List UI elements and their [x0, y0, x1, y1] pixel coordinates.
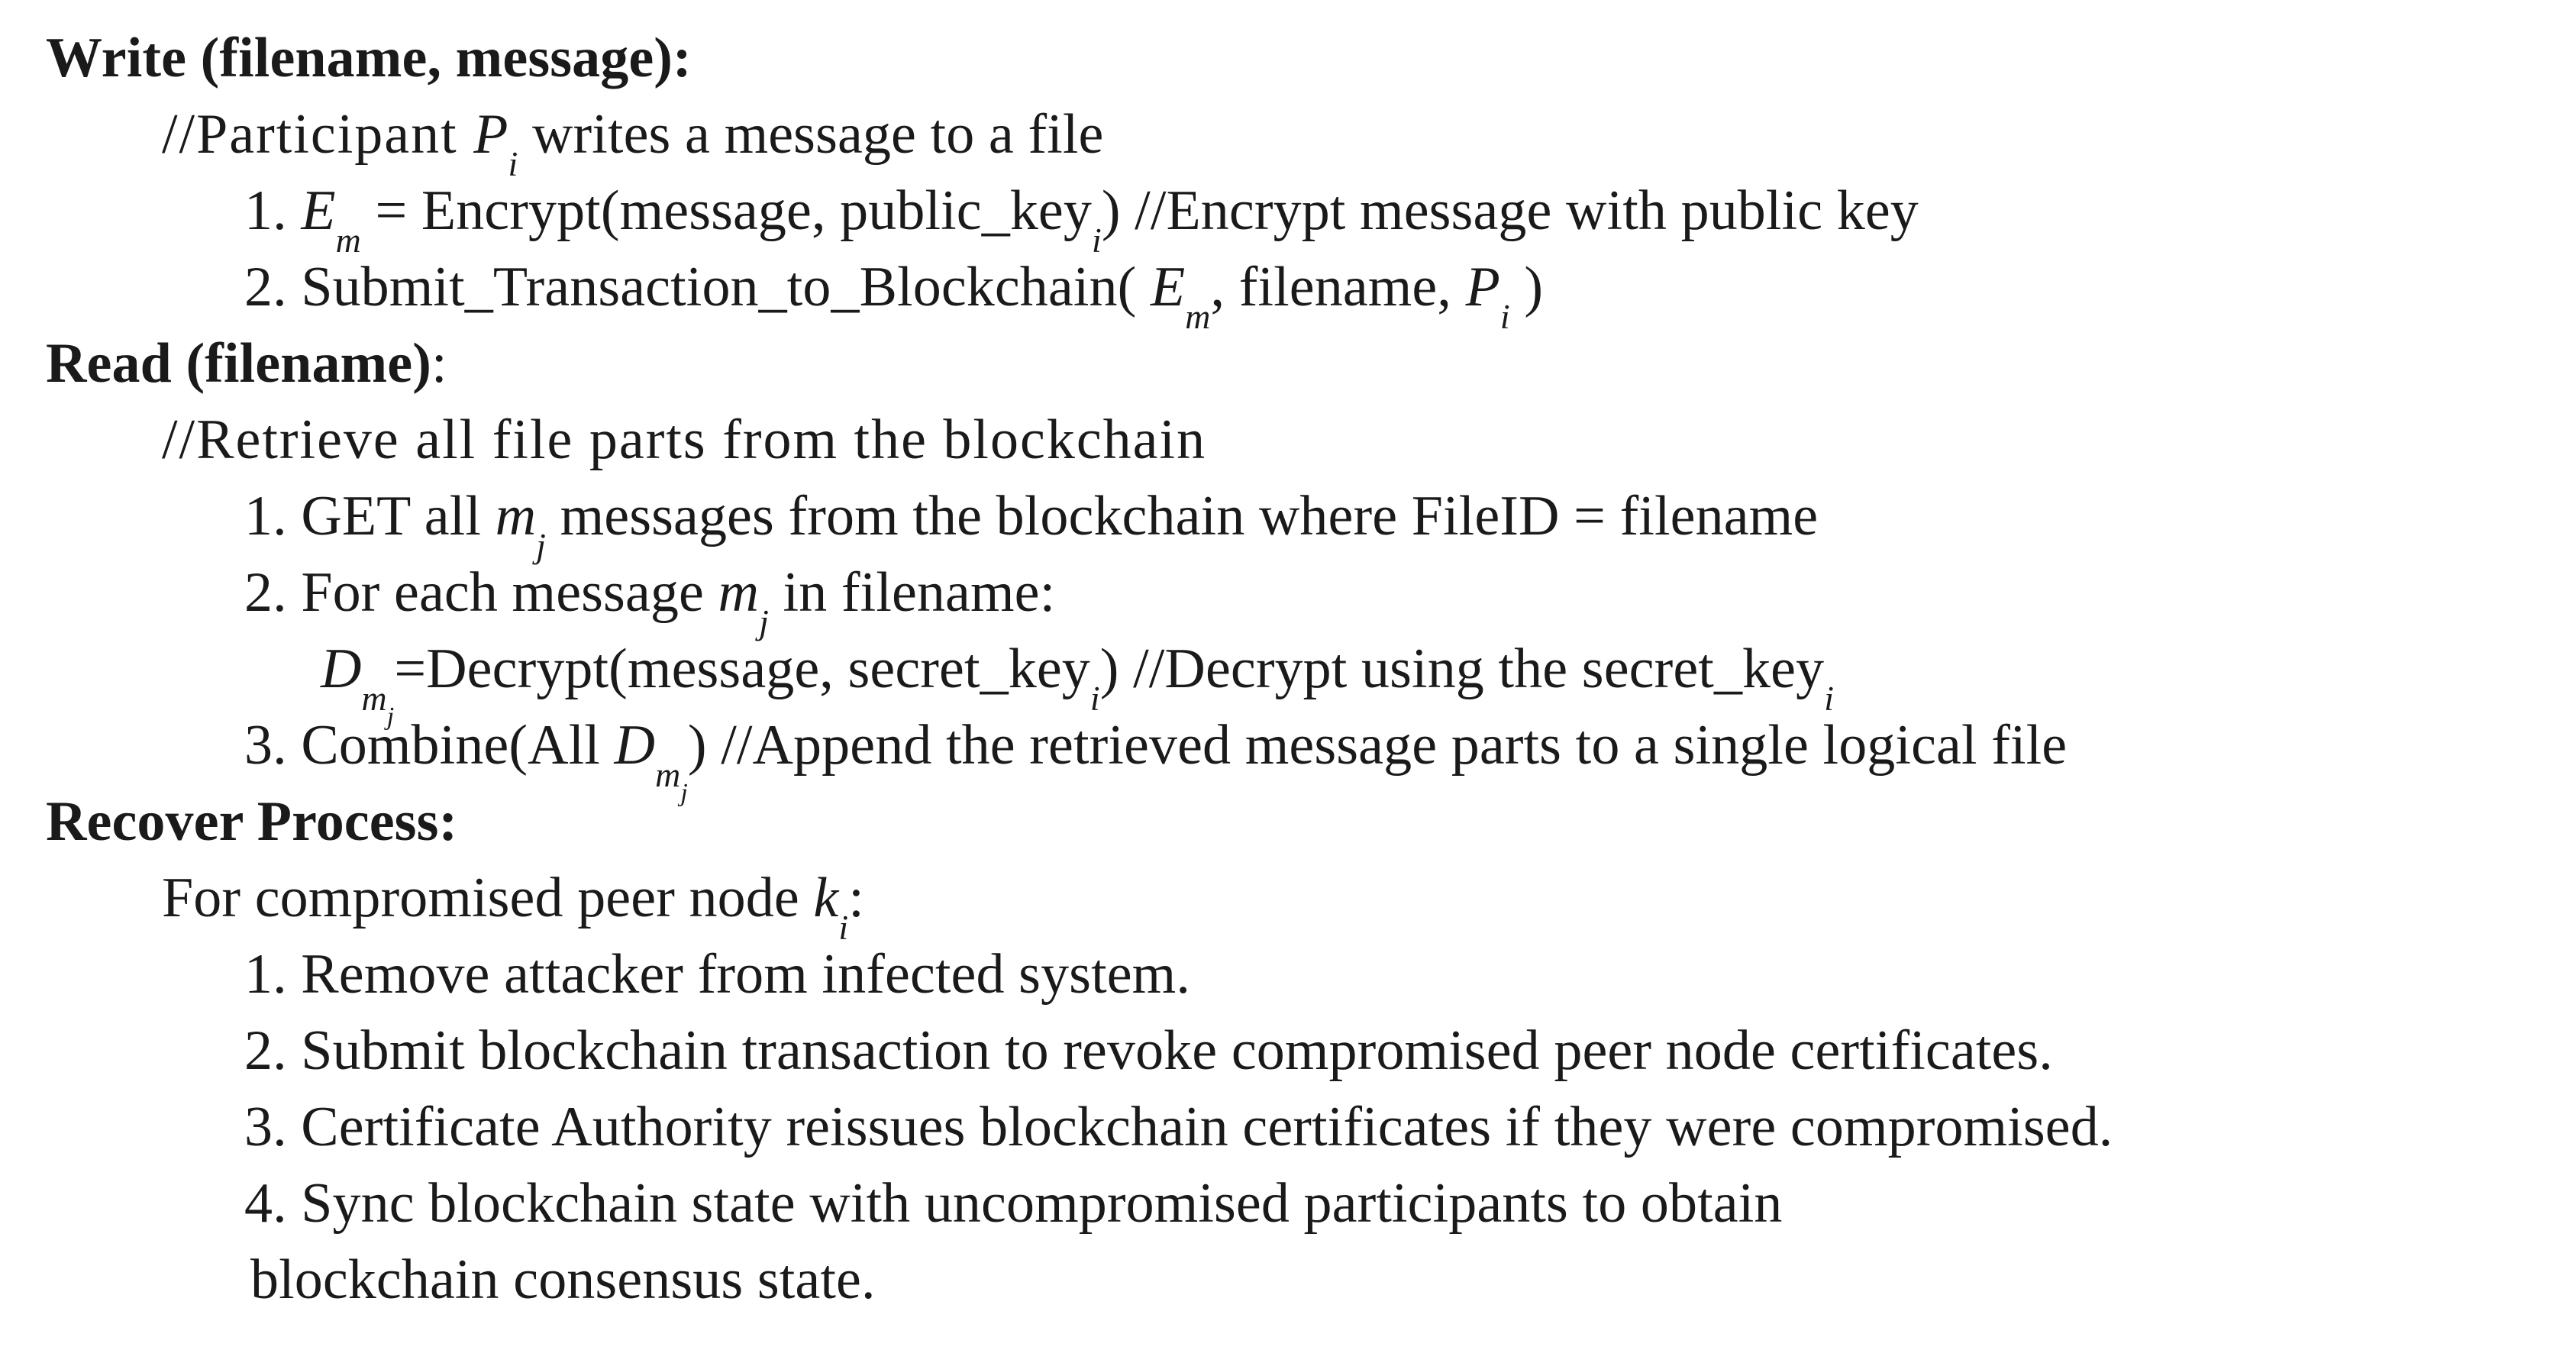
read-comment-line: //Retrieve all file parts from the block…	[0, 402, 2576, 478]
write-comment-suffix: writes a message to a file	[518, 103, 1104, 166]
recover-procedure-header: Recover Process:	[0, 783, 2576, 860]
combine-decrypted-variable: D	[614, 714, 656, 777]
combine-subscript-base: m	[655, 754, 681, 794]
recover-step-4: 4. Sync blockchain state with uncompromi…	[244, 1172, 1783, 1235]
recover-step-3: 3. Certificate Authority reissues blockc…	[244, 1096, 2113, 1158]
read-step-2-number: 2.	[244, 561, 302, 624]
write-comment-line: //Participant Pi writes a message to a f…	[0, 96, 2576, 181]
participant-variable: P	[473, 103, 508, 166]
secret-key-subscript: i	[1089, 678, 1100, 718]
write-step-2-suffix: )	[1509, 256, 1544, 318]
recover-intro-line: For compromised peer node ki:	[0, 860, 2576, 945]
recover-intro-prefix: For compromised peer node	[162, 867, 814, 929]
public-key-subscript: i	[1091, 220, 1102, 260]
decrypted-message-subscript: mj	[361, 678, 395, 730]
read-header-colon: :	[431, 332, 447, 395]
decrypted-subscript-base: m	[361, 678, 387, 718]
decrypted-message-variable: D	[321, 638, 362, 700]
read-procedure-header: Read (filename):	[0, 325, 2576, 402]
write-step-2-middle: , filename,	[1210, 256, 1466, 318]
recover-step-4-continuation: blockchain consensus state.	[250, 1248, 876, 1311]
write-step-1: 1. Em = Encrypt(message, public_keyi) //…	[0, 173, 2576, 257]
write-step-2: 2. Submit_Transaction_to_Blockchain( Em,…	[0, 249, 2576, 334]
read-step-2-suffix: in filename:	[768, 561, 1056, 624]
participant-subscript: i	[508, 144, 518, 183]
recover-step-2: 2. Submit blockchain transaction to revo…	[244, 1019, 2053, 1082]
combine-subscript: mj	[655, 754, 688, 806]
decrypt-comment: ) //Decrypt using the secret_key	[1099, 638, 1825, 700]
write-step-1-suffix: ) //Encrypt message with public key	[1101, 179, 1919, 242]
combine-subscript-index: j	[680, 779, 688, 808]
peer-node-subscript: i	[838, 907, 849, 947]
algorithm-pseudocode-block: Write (filename, message): //Participant…	[0, 20, 2576, 1311]
participant-arg: P	[1465, 256, 1500, 318]
message-subscript: j	[536, 525, 546, 565]
read-step-1-prefix: GET all	[301, 485, 496, 547]
read-comment-text: //Retrieve all file parts from the block…	[162, 409, 1207, 471]
combine-comment: ) //Append the retrieved message parts t…	[687, 714, 2068, 777]
submit-transaction-call: Submit_Transaction_to_Blockchain(	[301, 256, 1151, 318]
decrypt-call-middle: =Decrypt(message, secret_key	[394, 638, 1090, 700]
encrypted-message-subscript: m	[335, 220, 361, 260]
write-step-1-middle: = Encrypt(message, public_key	[360, 179, 1092, 242]
encrypted-message-arg: E	[1150, 256, 1186, 318]
recover-header-label: Recover Process:	[46, 790, 458, 853]
decrypted-subscript-index: j	[386, 702, 395, 732]
recover-intro-suffix: :	[848, 867, 864, 929]
read-step-3: 3. Combine(All Dmj) //Append the retriev…	[0, 707, 2576, 806]
read-step-3-number: 3.	[244, 714, 302, 777]
combine-call-prefix: Combine(All	[301, 714, 615, 777]
participant-arg-subscript: i	[1499, 296, 1510, 336]
message-variable: m	[495, 485, 537, 547]
encrypted-message-arg-subscript: m	[1185, 296, 1211, 336]
secret-key-comment-subscript: i	[1824, 678, 1835, 718]
write-procedure-header: Write (filename, message):	[0, 20, 2576, 96]
message-loop-subscript: j	[759, 602, 769, 641]
read-step-2-substep-decrypt: Dmj=Decrypt(message, secret_keyi) //Decr…	[0, 631, 2576, 730]
write-step-1-number: 1.	[244, 179, 302, 242]
read-step-1-number: 1.	[244, 485, 302, 547]
read-step-2: 2. For each message mj in filename:	[0, 554, 2576, 639]
read-step-1-suffix: messages from the blockchain where FileI…	[546, 485, 1819, 547]
encrypted-message-variable: E	[301, 179, 336, 242]
read-step-1: 1. GET all mj messages from the blockcha…	[0, 478, 2576, 563]
write-step-2-number: 2.	[244, 256, 302, 318]
read-step-2-prefix: For each message	[301, 561, 718, 624]
recover-step-1: 1. Remove attacker from infected system.	[244, 943, 1190, 1006]
peer-node-variable: k	[813, 867, 839, 929]
read-header-label: Read (filename)	[46, 332, 431, 395]
write-comment-prefix: //Participant	[162, 103, 474, 166]
message-variable-loop: m	[718, 561, 760, 624]
write-header-label: Write (filename, message):	[46, 27, 692, 89]
